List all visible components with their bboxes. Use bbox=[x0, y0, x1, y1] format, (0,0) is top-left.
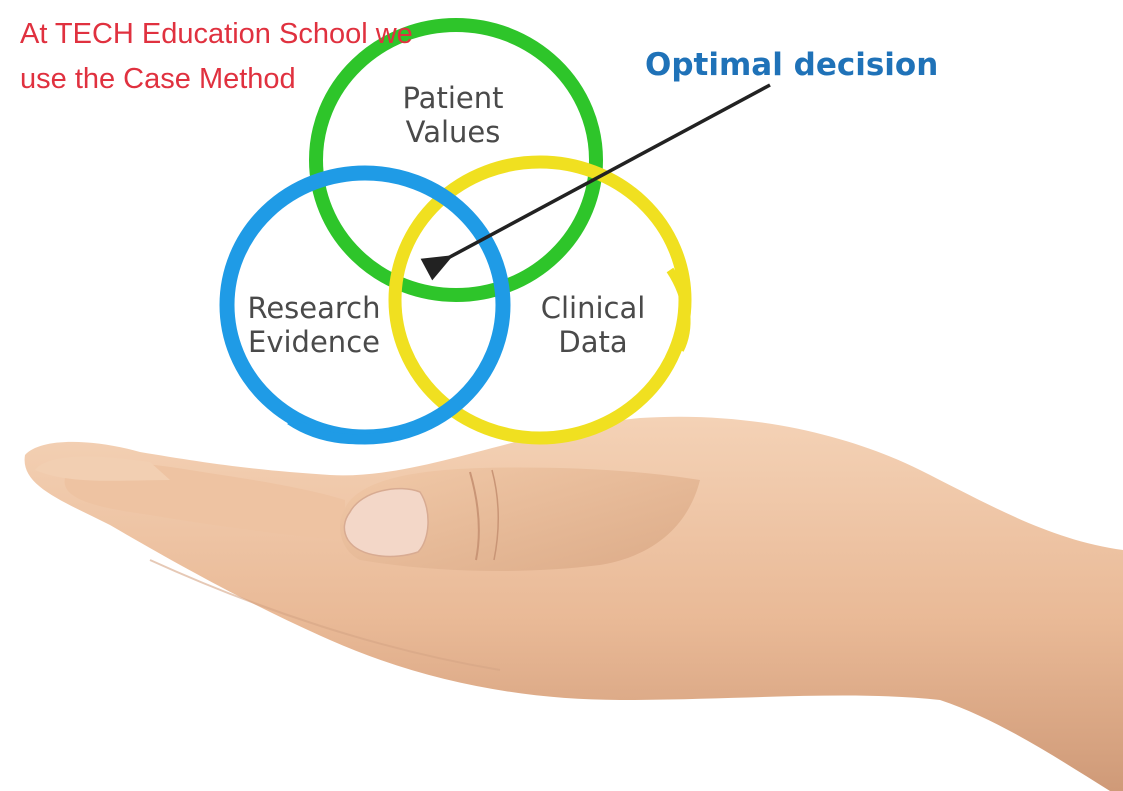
label-clinical: Clinical bbox=[541, 291, 646, 325]
patient-values-ring bbox=[309, 18, 603, 302]
hand-image bbox=[24, 416, 1123, 791]
label-evidence: Evidence bbox=[248, 325, 380, 359]
lower-fingers bbox=[35, 456, 170, 481]
caption-line-2: use the Case Method bbox=[20, 63, 296, 95]
callout-arrow bbox=[420, 83, 771, 281]
caption-heading: At TECH Education School we use the Case… bbox=[20, 12, 490, 102]
label-data: Data bbox=[558, 325, 627, 359]
label-values: Values bbox=[406, 115, 501, 149]
callout-label: Optimal decision bbox=[645, 47, 938, 83]
thumbnail bbox=[343, 487, 429, 558]
venn-diagram: Patient Values Research Evidence Clinica… bbox=[219, 18, 692, 445]
label-patient: Patient bbox=[403, 81, 504, 115]
index-finger bbox=[64, 462, 346, 540]
optimal-decision-callout: Optimal decision bbox=[420, 47, 938, 281]
caption-line-1: At TECH Education School we bbox=[20, 18, 413, 50]
thumb bbox=[340, 467, 700, 572]
label-research: Research bbox=[247, 291, 380, 325]
